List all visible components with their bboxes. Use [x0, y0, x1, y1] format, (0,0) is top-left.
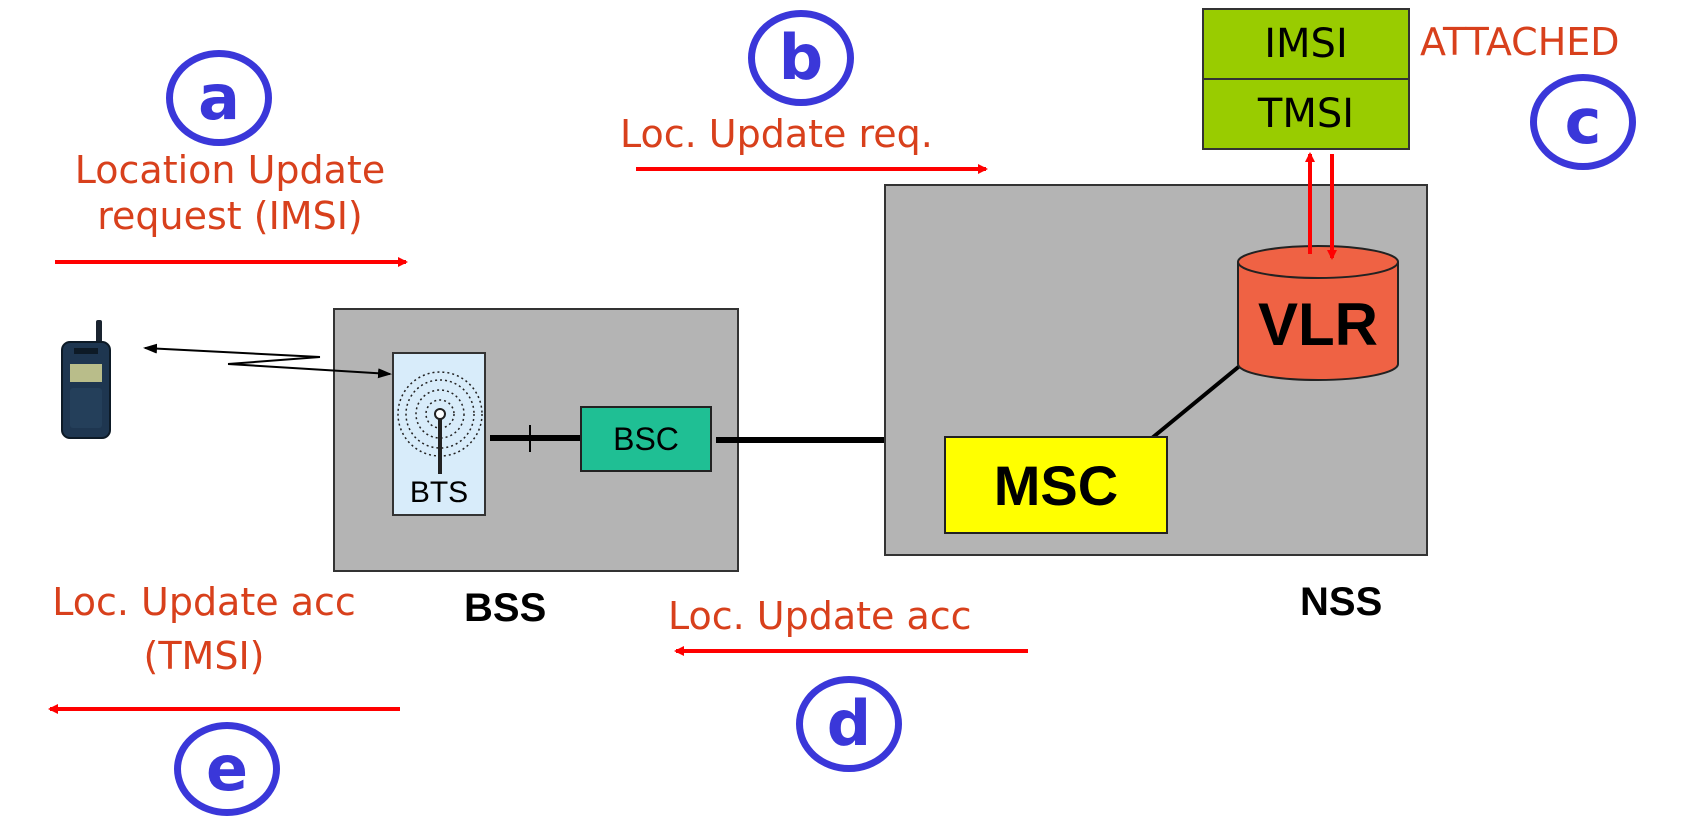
- step-d-letter: d: [826, 687, 872, 760]
- imsi-register: IMSI: [1202, 8, 1410, 80]
- bts-label: BTS: [409, 476, 469, 509]
- step-c-letter: c: [1564, 85, 1602, 158]
- radio-link-uplink: [227, 363, 392, 379]
- bss-label: BSS: [464, 586, 547, 630]
- tmsi-label: TMSI: [1257, 91, 1355, 137]
- phone-icon: [61, 320, 111, 439]
- radio-link-zigzag: [227, 356, 321, 365]
- step-b-letter: b: [778, 21, 824, 94]
- bsc-node: BSC: [580, 406, 712, 472]
- message-b: Loc. Update req.: [620, 112, 933, 156]
- message-c: ATTACHED: [1420, 20, 1620, 64]
- vlr-label: VLR: [1258, 291, 1378, 358]
- antenna-icon: [397, 371, 483, 474]
- mobile-phone: [60, 320, 112, 440]
- message-d: Loc. Update acc: [668, 594, 972, 638]
- msc-vlr-link: [1150, 362, 1244, 440]
- tmsi-register: TMSI: [1202, 78, 1410, 150]
- vlr-database: [1237, 245, 1399, 381]
- step-e-circle: e: [174, 722, 280, 816]
- message-a-line1: Location Update: [74, 148, 386, 192]
- msc-label: MSC: [993, 453, 1119, 517]
- step-c-circle: c: [1530, 74, 1636, 170]
- radio-link-downlink: [143, 343, 321, 358]
- step-a-letter: a: [198, 61, 240, 134]
- message-e-line1: Loc. Update acc: [52, 580, 356, 624]
- message-a: Location Update request (IMSI): [40, 148, 420, 238]
- nss-label: NSS: [1300, 580, 1383, 624]
- message-e-line2: (TMSI): [143, 633, 265, 678]
- message-e: Loc. Update acc (TMSI): [14, 580, 394, 678]
- step-e-letter: e: [205, 732, 249, 805]
- step-d-circle: d: [796, 676, 902, 772]
- imsi-label: IMSI: [1264, 21, 1348, 67]
- message-a-line2: request (IMSI): [97, 193, 363, 238]
- step-a-circle: a: [166, 50, 272, 146]
- msc-node: MSC: [944, 436, 1168, 534]
- bsc-label: BSC: [613, 420, 679, 457]
- bts-node: BTS: [392, 352, 486, 516]
- step-b-circle: b: [748, 10, 854, 106]
